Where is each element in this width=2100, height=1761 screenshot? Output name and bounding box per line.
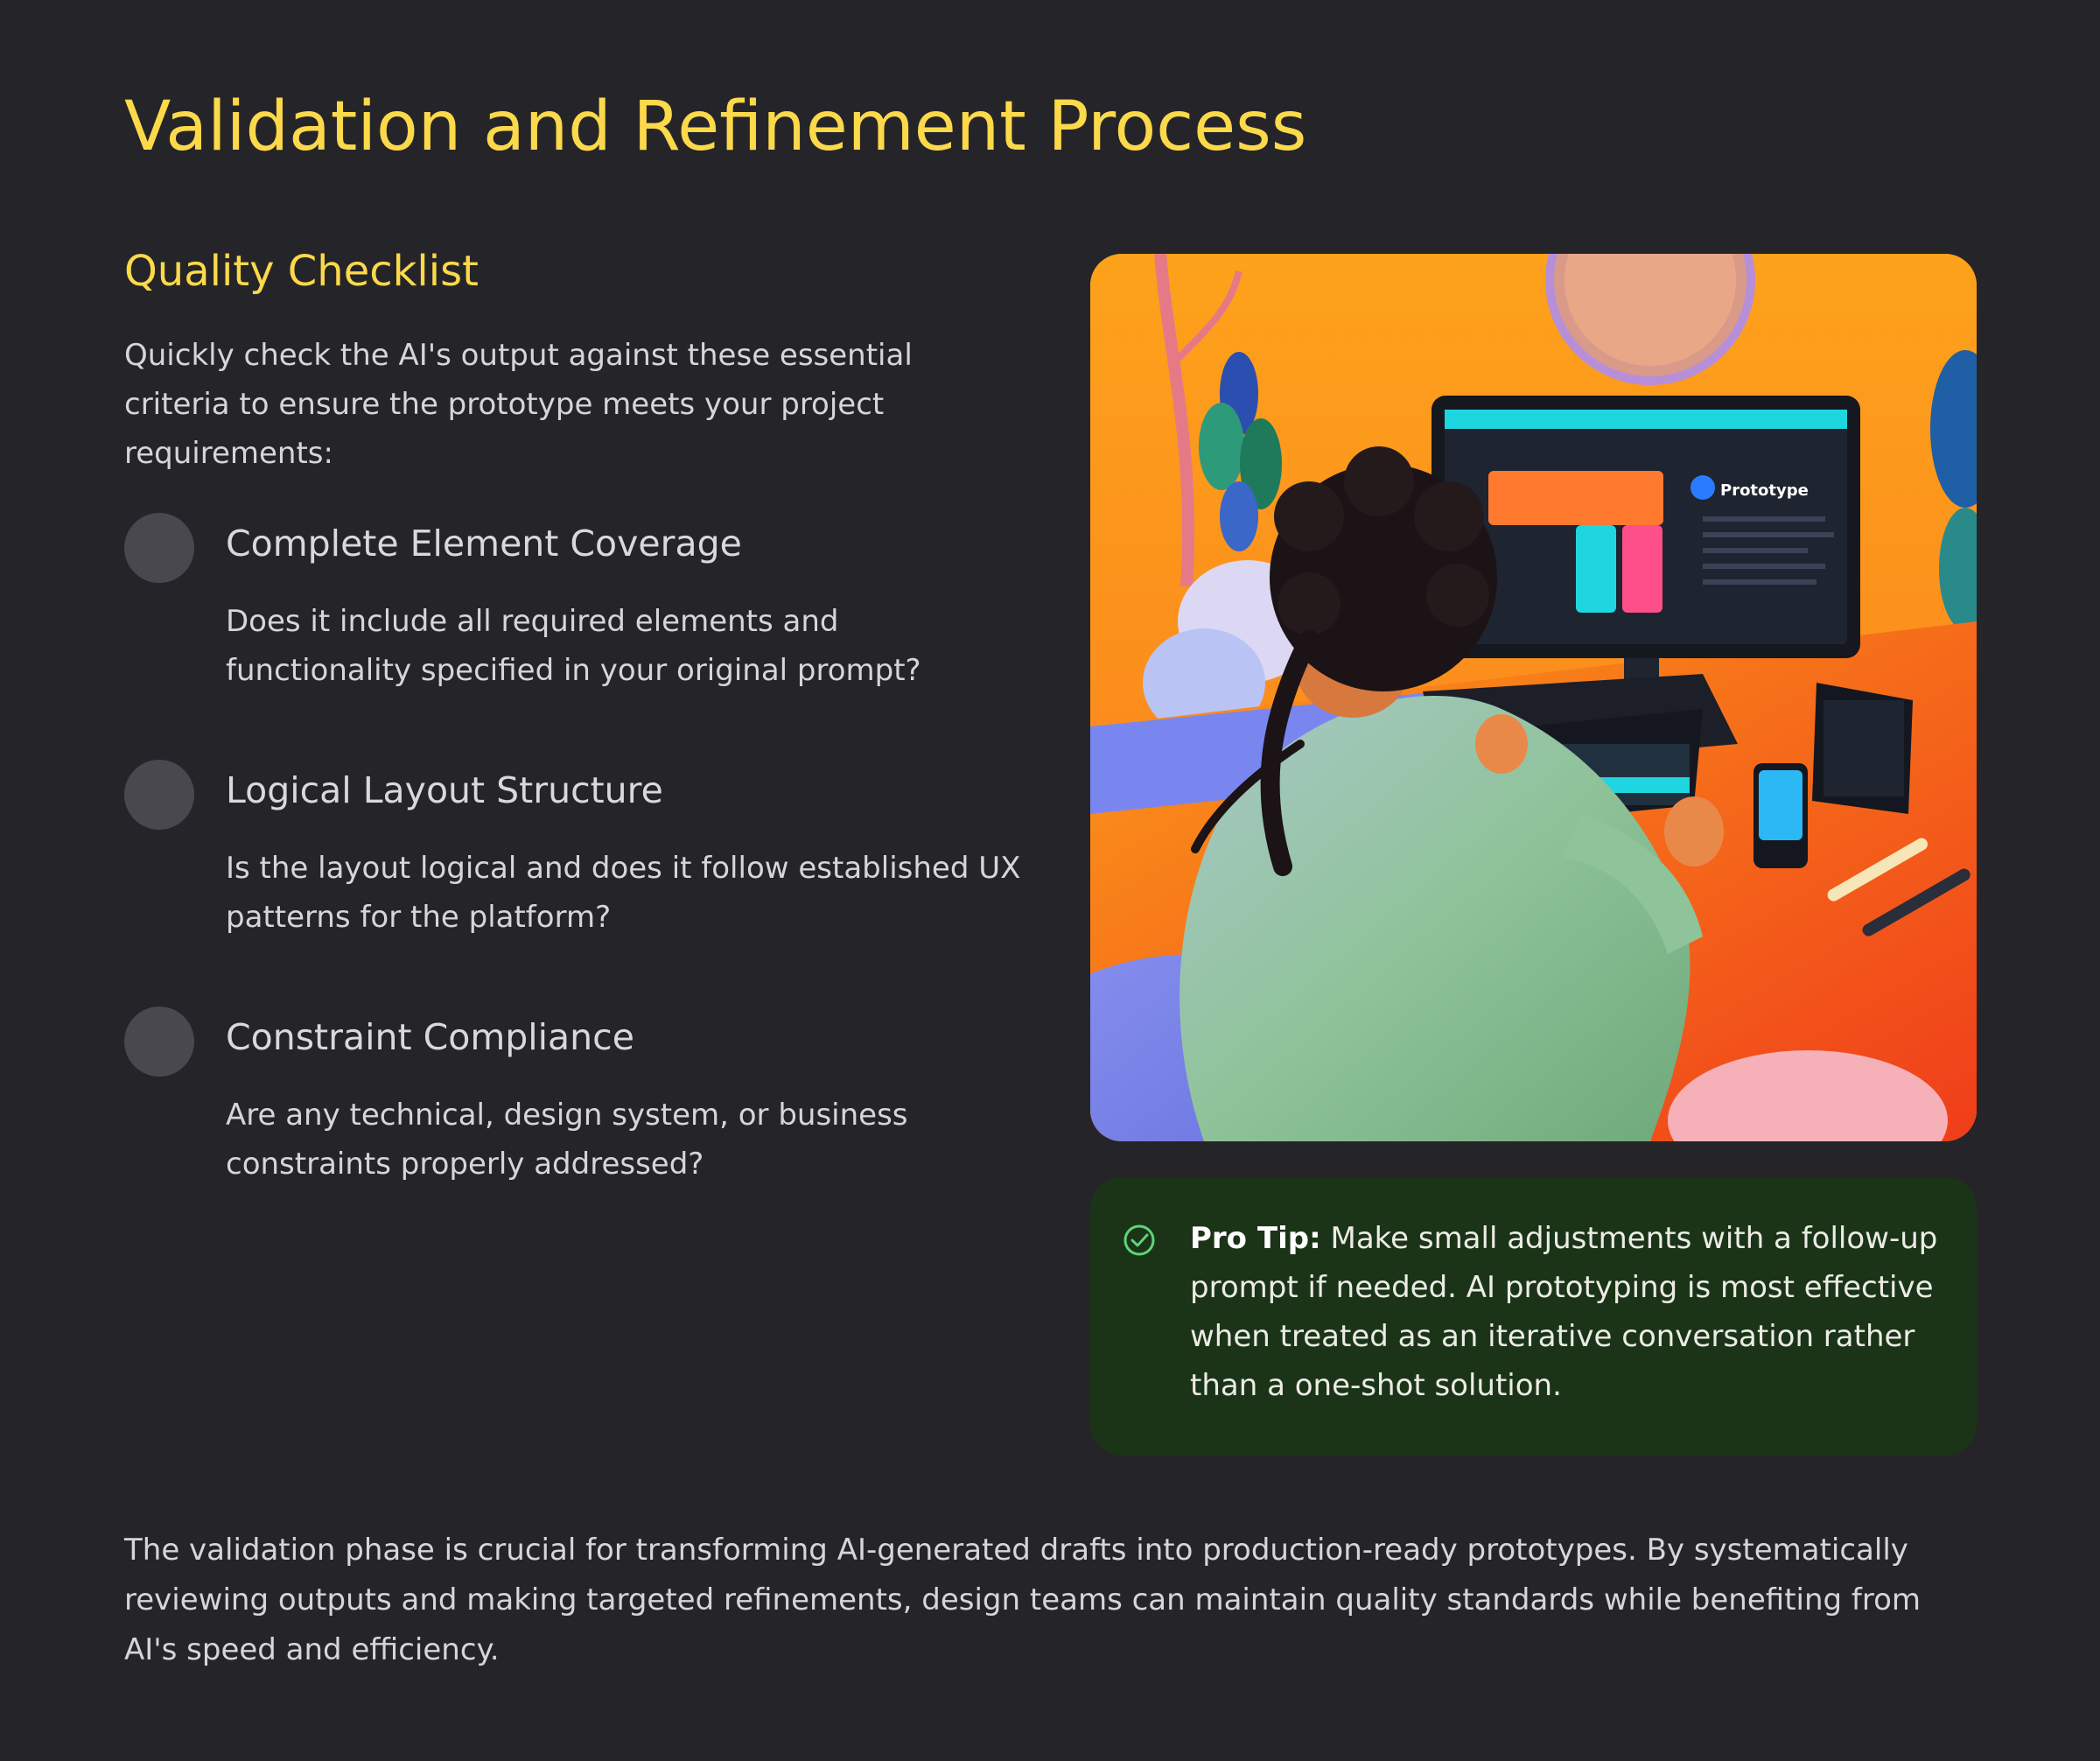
checkbox[interactable] (124, 760, 194, 830)
checklist-item-description: Are any technical, design system, or bus… (226, 1098, 908, 1182)
tip-body: Make small adjustments with a follow-up … (1190, 1221, 1938, 1403)
checklist-item: Constraint Compliance Are any technical,… (124, 1007, 1034, 1253)
checklist-item-description: Does it include all required elements an… (226, 604, 921, 688)
check-circle-icon (1124, 1224, 1155, 1256)
tip-label: Pro Tip: (1190, 1221, 1321, 1256)
checklist-item-title: Logical Layout Structure (226, 769, 663, 811)
section-title: Quality Checklist (124, 247, 479, 296)
checkbox[interactable] (124, 513, 194, 583)
screen-label: Prototype (1720, 481, 1809, 500)
pro-tip-callout: Pro Tip: Make small adjustments with a f… (1090, 1177, 1977, 1456)
checklist-item: Logical Layout Structure Is the layout l… (124, 760, 1034, 1007)
page-title: Validation and Refinement Process (124, 88, 1307, 166)
checklist: Complete Element Coverage Does it includ… (124, 513, 1034, 1253)
person-at-desk-illustration: Prototype (1090, 254, 1977, 1141)
summary-paragraph: The validation phase is crucial for tran… (124, 1533, 1922, 1667)
checkbox[interactable] (124, 1007, 194, 1077)
quality-checklist-section: Quality Checklist Quickly check the AI's… (124, 236, 1034, 1253)
checklist-item-description: Is the layout logical and does it follow… (226, 851, 1021, 935)
checklist-item-title: Constraint Compliance (226, 1016, 634, 1058)
tip-text: Pro Tip: Make small adjustments with a f… (1190, 1214, 1942, 1410)
checklist-item: Complete Element Coverage Does it includ… (124, 513, 1034, 760)
checklist-item-title: Complete Element Coverage (226, 523, 742, 565)
checklist-intro: Quickly check the AI's output against th… (124, 338, 913, 471)
